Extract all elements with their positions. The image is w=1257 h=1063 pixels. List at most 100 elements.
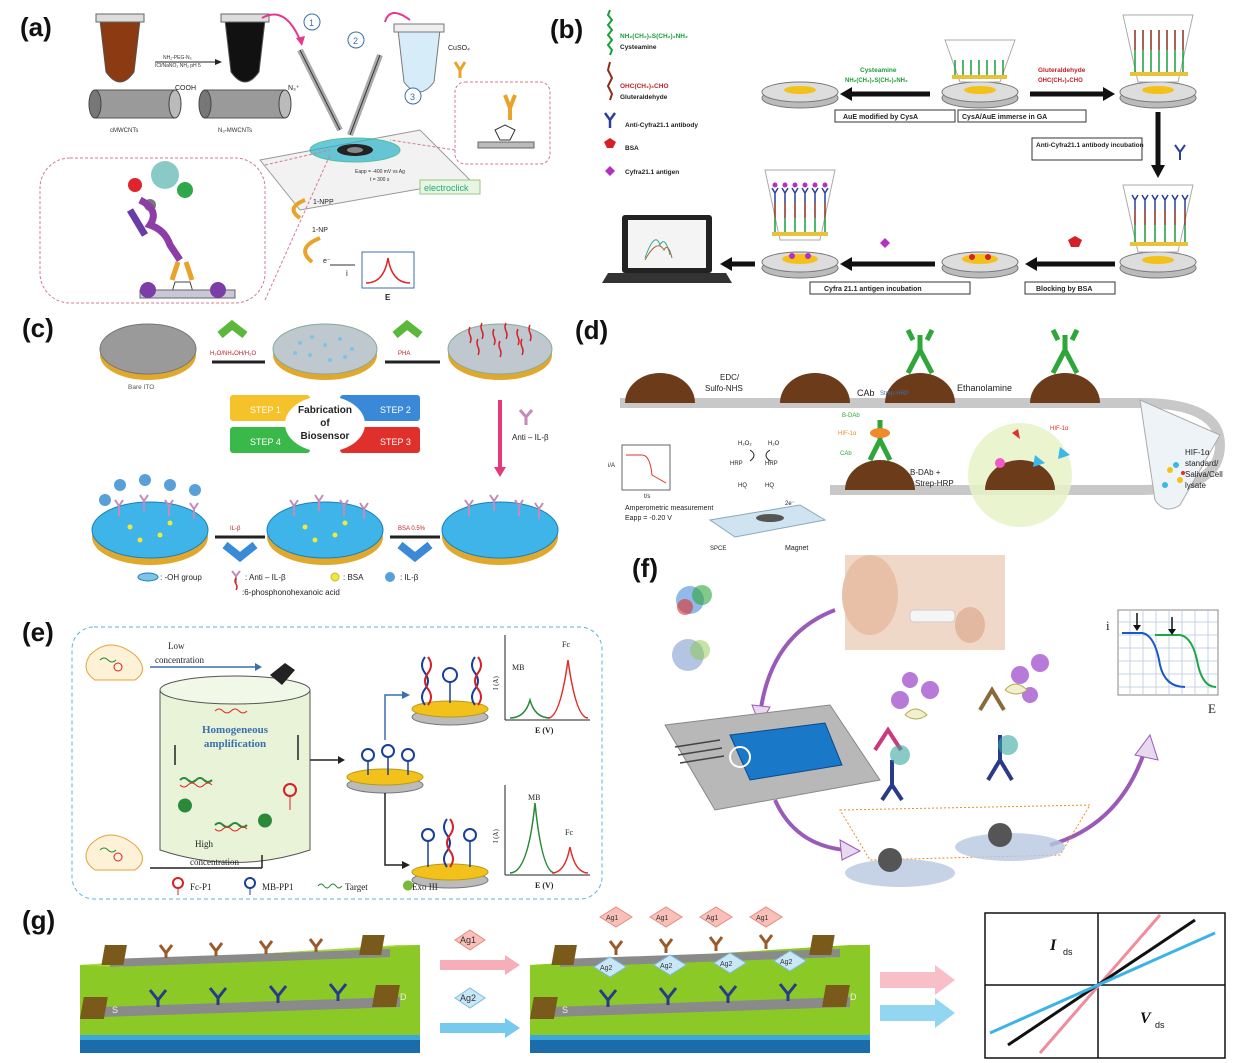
bead-6 <box>845 460 915 490</box>
d-hif4: lysate <box>1185 481 1206 490</box>
d-ia: i/A <box>608 463 615 469</box>
tube1-sub: ICl/NaNO₂ NH₂ pH 5 <box>155 63 201 69</box>
bead-2 <box>780 373 850 403</box>
laptop-icon <box>602 215 732 283</box>
bare-ito-plate <box>99 323 197 380</box>
g-vds-sub: ds <box>1155 1020 1165 1030</box>
panel-d-label: (d) <box>575 315 609 345</box>
g-d1: D <box>400 992 407 1002</box>
e-yaxis-top: I (A) <box>492 676 500 690</box>
panel-a-label: (a) <box>20 12 52 42</box>
c-legend-bsa: : BSA <box>343 573 364 582</box>
e-legend-target: Target <box>345 882 368 892</box>
box-aue: AuE modified by CysA <box>843 114 918 121</box>
e-mb-top: MB <box>512 663 524 672</box>
anti-il-plate <box>266 494 384 565</box>
d-magnet: Magnet <box>785 545 808 552</box>
d-cab2: CAb <box>840 451 852 457</box>
c-center2: of <box>320 418 330 429</box>
protein-cluster <box>672 585 712 671</box>
glut-formula: OHC(CH₂)₃CHO <box>620 83 669 90</box>
n3-mwcnts-label: N₃-MWCNTs <box>218 128 252 134</box>
electrode-ga <box>1119 14 1197 109</box>
electrode-bsa <box>941 251 1019 279</box>
g-ag2-label: Ag2 <box>460 993 476 1003</box>
sample-tube <box>1139 399 1221 510</box>
panel-g-label: (g) <box>22 905 56 935</box>
n3-cylinder <box>198 89 292 119</box>
d-hq-ox: HQ <box>738 483 747 489</box>
e-homog2: amplification <box>204 738 266 750</box>
step2-marker: 2 <box>353 36 358 46</box>
g-s1: S <box>112 1005 118 1015</box>
e-bottom-chart <box>504 785 590 876</box>
d-amp1: Amperometric measurement <box>625 505 713 512</box>
c-reagent1: H₂O/NH₄OH/H₂O <box>210 351 256 357</box>
panel-a-diagram: NH₂-PEG-N₃ ICl/NaNO₂ NH₂ pH 5 COOH cMWCN… <box>39 12 551 304</box>
c-step4: STEP 4 <box>250 437 281 447</box>
panel-c-diagram: Bare ITO H₂O/NH₄OH/H₂O PHA STEP 1 STEP 2… <box>91 319 559 597</box>
panel-b-label: (b) <box>550 14 584 44</box>
electron-label: e⁻ <box>323 258 331 265</box>
box-cysa: CysA/AuE immerse in GA <box>962 114 1047 121</box>
d-hif: HIF-1α <box>838 431 857 437</box>
bead-4 <box>1030 373 1100 403</box>
c-reagent2: PHA <box>398 351 410 357</box>
e-mb-bottom: MB <box>528 793 540 802</box>
c-il-b: IL-β <box>230 526 241 532</box>
g-ag1-b: Ag1 <box>656 915 669 922</box>
e-fc-top: Fc <box>562 640 570 649</box>
d-hif2: standard/ <box>1185 459 1219 468</box>
e-low2: concentration <box>155 655 204 665</box>
arrow-cys-formula: NH₂(CH₂)₂S(CH₂)₂NH₂ <box>845 78 908 84</box>
e-high2: concentration <box>190 857 239 867</box>
panel-g: (g) S D Ag1 Ag2 <box>0 905 1257 1063</box>
time-label: t = 300 s <box>370 177 390 183</box>
panel-a: (a) NH₂-PEG-N₃ ICl/NaNO₂ NH₂ pH 5 COOH c… <box>0 0 560 305</box>
d-sulfo: Sulfo-NHS <box>705 384 743 393</box>
arrow-ga-formula: OHC(CH₂)₃CHO <box>1038 78 1083 84</box>
panel-c-label: (c) <box>22 313 54 343</box>
electroclick-label: electroclick <box>424 183 469 193</box>
f-i-label: i <box>1106 618 1110 633</box>
panel-b: (b) NH₂(CH₂)₂S(CH₂)₂NH₂ Cysteamine OHC(C… <box>550 0 1257 305</box>
box-antigen: Cyfra 21.1 antigen incubation <box>824 286 922 293</box>
g-ag2-c: Ag2 <box>720 961 733 968</box>
il-plate <box>91 474 209 565</box>
e-yaxis-bottom: I (A) <box>492 829 500 843</box>
e-xaxis-top: E (V) <box>535 726 554 735</box>
cysteamine-name: Cysteamine <box>620 44 657 51</box>
d-cab: CAb <box>857 388 875 398</box>
cooh-label: COOH <box>175 85 196 92</box>
g-ag2-d: Ag2 <box>780 959 793 966</box>
e-legend-mb: MB-PP1 <box>262 882 294 892</box>
cmwcnt-cylinder <box>88 89 182 119</box>
g-ids: I <box>1049 937 1057 954</box>
E-label: E <box>385 293 391 302</box>
electrode-antibody <box>1119 184 1197 279</box>
d-h2o2: H₂O₂ <box>738 441 752 447</box>
f-E-label: E <box>1208 701 1216 716</box>
e-low: Low <box>168 641 185 651</box>
g-ag1-label: Ag1 <box>460 935 476 945</box>
d-h2o: H₂O <box>768 441 780 447</box>
g-ag2-b: Ag2 <box>660 963 673 970</box>
d-bdab-plus: B-DAb + <box>910 468 941 477</box>
d-hrp-ox: HRP <box>765 461 778 467</box>
d-hrp-red: HRP <box>730 461 743 467</box>
cmwcnts-label: cMWCNTs <box>110 128 138 134</box>
e-high: High <box>195 839 214 849</box>
d-spce: SPCE <box>710 546 726 552</box>
panel-g-diagram: S D Ag1 Ag2 S D <box>79 906 1226 1059</box>
electrode-antigen <box>761 169 839 279</box>
oh-plate <box>272 323 378 380</box>
panel-f-diagram: i E <box>664 555 1219 887</box>
panel-e-label: (e) <box>22 617 54 647</box>
d-hif3: Saliva/Cell <box>1185 470 1223 479</box>
panel-d: (d) EDC/ Sulfo-NHS CAb Ethanolamine HIF-… <box>575 305 1257 555</box>
c-center3: Biosensor <box>301 431 350 442</box>
e-top-chart <box>504 635 590 721</box>
i-label: i <box>346 269 348 278</box>
d-hif-orange: HIF-1α <box>1050 426 1069 432</box>
pha-plate <box>447 322 553 380</box>
